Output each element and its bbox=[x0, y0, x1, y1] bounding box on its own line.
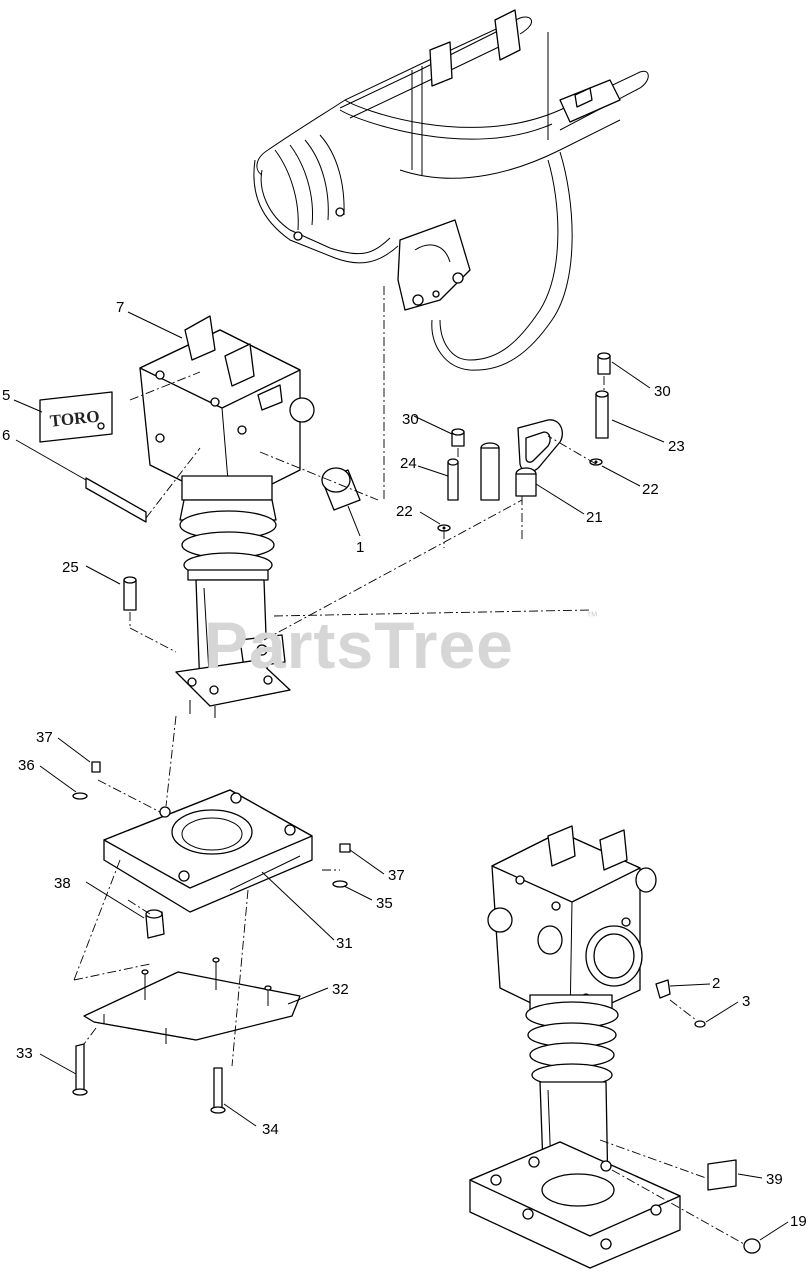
handle-frame bbox=[253, 9, 649, 371]
partstree-watermark: PartsTree ™ bbox=[204, 608, 598, 682]
callout-label[interactable]: 5 bbox=[2, 387, 10, 404]
toro-brand-plate: TORO bbox=[39, 391, 113, 443]
callout-label[interactable]: 24 bbox=[400, 455, 417, 472]
rammer-upper-housing bbox=[139, 315, 315, 506]
callout-label[interactable]: 37 bbox=[36, 729, 53, 746]
callout-label[interactable]: 6 bbox=[2, 427, 10, 444]
callout-label[interactable]: 36 bbox=[18, 757, 35, 774]
callout-leaders bbox=[13, 311, 789, 1241]
callout-label[interactable]: 33 bbox=[16, 1045, 33, 1062]
bolt-34 bbox=[210, 1067, 226, 1114]
callout-labels: 7 5 6 1 30 24 22 30 23 22 21 25 37 36 37… bbox=[2, 299, 807, 1230]
callout-label[interactable]: 7 bbox=[116, 299, 124, 316]
pin-25 bbox=[123, 576, 137, 611]
rubber-mount bbox=[321, 467, 361, 511]
bushing-38 bbox=[145, 909, 165, 939]
watermark-trademark: ™ bbox=[586, 609, 598, 623]
callout-label[interactable]: 38 bbox=[54, 875, 71, 892]
callout-label[interactable]: 3 bbox=[742, 993, 750, 1010]
bolt-35-37 bbox=[332, 843, 351, 888]
long-bolt-assembly bbox=[589, 352, 611, 466]
assembled-rammer bbox=[469, 825, 761, 1269]
callout-label[interactable]: 1 bbox=[356, 539, 364, 556]
callout-label[interactable]: 34 bbox=[262, 1121, 279, 1138]
rammer-lower-leg bbox=[175, 579, 291, 718]
assembly-guide-lines bbox=[73, 286, 745, 1245]
bolt-33 bbox=[72, 1043, 88, 1096]
callout-label[interactable]: 22 bbox=[396, 503, 413, 520]
grip-handle bbox=[480, 419, 563, 501]
callout-label[interactable]: 25 bbox=[62, 559, 79, 576]
callout-label[interactable]: 30 bbox=[654, 383, 671, 400]
callout-label[interactable]: 22 bbox=[642, 481, 659, 498]
watermark-text: PartsTree bbox=[204, 608, 514, 682]
callout-label[interactable]: 19 bbox=[790, 1213, 807, 1230]
rammer-bellows bbox=[179, 499, 277, 581]
callout-label[interactable]: 35 bbox=[376, 895, 393, 912]
callout-label[interactable]: 23 bbox=[668, 438, 685, 455]
decal-strip bbox=[85, 477, 147, 523]
callout-label[interactable]: 2 bbox=[712, 975, 720, 992]
bolt-36-37 bbox=[72, 761, 101, 800]
callout-label[interactable]: 31 bbox=[336, 935, 353, 952]
callout-label[interactable]: 21 bbox=[586, 509, 603, 526]
shoe-base-plate bbox=[103, 789, 313, 913]
foot-pad bbox=[83, 957, 301, 1044]
short-bolt-assembly bbox=[437, 428, 465, 532]
callout-label[interactable]: 39 bbox=[766, 1171, 783, 1188]
callout-label[interactable]: 32 bbox=[332, 981, 349, 998]
callout-label[interactable]: 30 bbox=[402, 411, 419, 428]
callout-label[interactable]: 37 bbox=[388, 867, 405, 884]
